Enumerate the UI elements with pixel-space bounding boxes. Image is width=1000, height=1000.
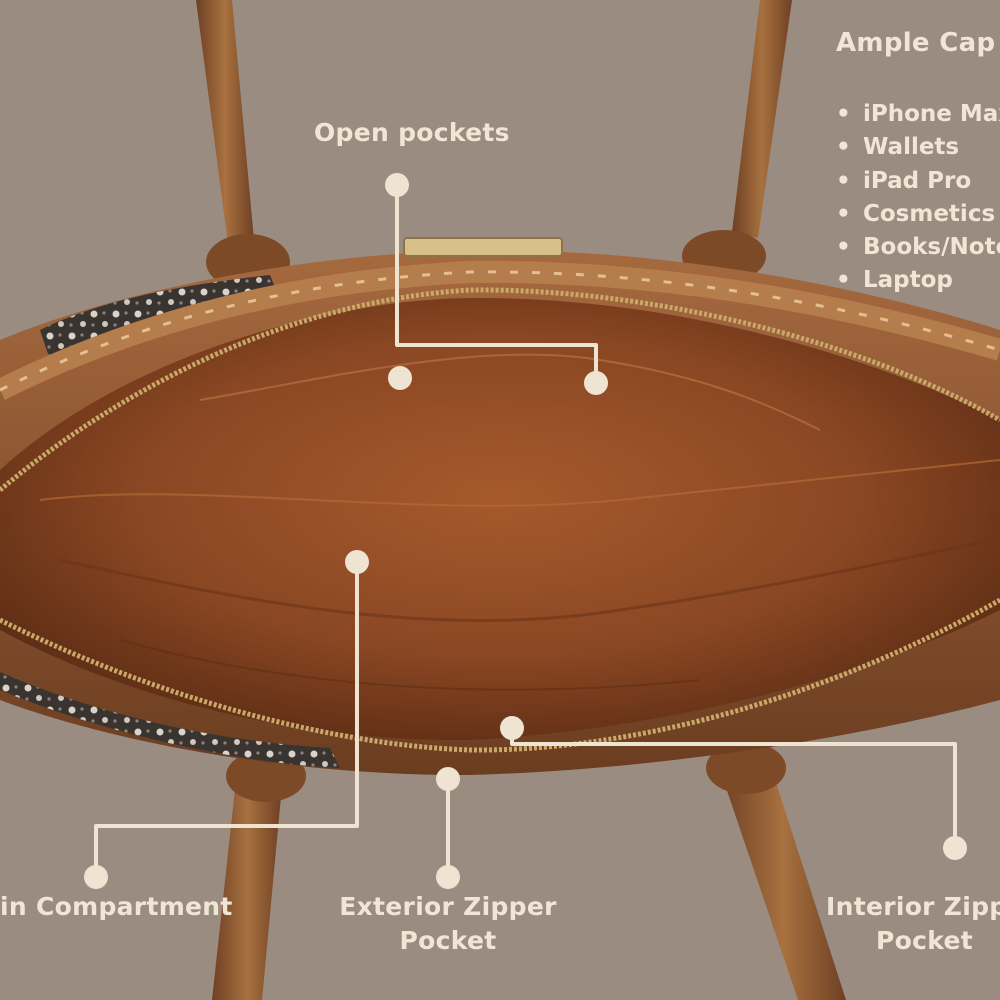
callout-dot: [500, 716, 524, 740]
bullet-icon: •: [836, 101, 851, 127]
label-interior-zipper-pocket: Interior Zippe Pocket: [826, 890, 1000, 958]
capacity-item: • iPhone Max: [836, 98, 1000, 131]
callout-line-open-pockets: [395, 183, 598, 385]
lining-fold-4: [119, 639, 701, 691]
metal-clasp: [403, 237, 563, 257]
capacity-item-label: iPhone Max: [863, 101, 1000, 127]
callout-dot: [345, 550, 369, 574]
capacity-item: • Cosmetics: [836, 198, 1000, 231]
capacity-list: • iPhone Max • Wallets • iPad Pro • Cosmetic…: [836, 98, 1000, 298]
capacity-item-label: Wallets: [863, 134, 960, 161]
handle-left-top: [196, 0, 254, 244]
callout-dot: [943, 836, 967, 860]
label-exterior-zipper-pocket: Exterior Zipper Pocket: [338, 890, 558, 958]
capacity-title: Ample Cap: [836, 28, 996, 58]
callout-line-main-compartment: [94, 560, 359, 879]
capacity-item: • Books/Note: [836, 231, 1000, 264]
handle-left-bottom: [212, 780, 282, 1000]
bullet-icon: •: [836, 234, 851, 261]
handle-right-top: [732, 0, 792, 238]
capacity-item: • Wallets: [836, 131, 1000, 164]
lining-fold-2: [59, 538, 991, 622]
capacity-item-label: Laptop: [863, 267, 953, 294]
bullet-icon: •: [836, 200, 851, 227]
handle-right-bottom: [720, 764, 846, 1000]
callout-dot: [388, 366, 412, 390]
bullet-icon: •: [836, 267, 851, 294]
lining-fold-1: [39, 459, 1000, 507]
callout-dot: [436, 865, 460, 889]
callout-dot: [584, 371, 608, 395]
bullet-icon: •: [836, 134, 851, 161]
bag-lining: [0, 297, 1000, 741]
label-exterior-zipper-line1: Exterior Zipper: [339, 892, 557, 921]
callout-dots: [84, 173, 967, 889]
bullet-icon: •: [836, 167, 851, 194]
rim-stitches: [0, 270, 1000, 392]
capacity-item-label: Books/Note: [863, 234, 1000, 261]
capacity-item-label: Cosmetics: [863, 200, 996, 227]
label-main-compartment: in Compartment: [0, 892, 233, 921]
capacity-item: • iPad Pro: [836, 165, 1000, 198]
label-interior-zipper-line2: Pocket: [876, 926, 973, 955]
monogram-panel-lower: [0, 672, 340, 768]
callout-dot: [436, 767, 460, 791]
capacity-item-label: iPad Pro: [863, 167, 972, 194]
label-exterior-zipper-line2: Pocket: [399, 926, 497, 955]
handle-right-lower-base: [706, 742, 786, 794]
capacity-item: • Laptop: [836, 264, 1000, 297]
zipper-bottom: [0, 597, 1000, 753]
callout-dot: [84, 865, 108, 889]
callout-dot: [385, 173, 409, 197]
label-interior-zipper-line1: Interior Zippe: [826, 892, 1000, 921]
label-open-pockets: Open pockets: [314, 118, 510, 147]
zipper-top: [0, 287, 1000, 492]
lining-fold-3: [199, 353, 821, 431]
